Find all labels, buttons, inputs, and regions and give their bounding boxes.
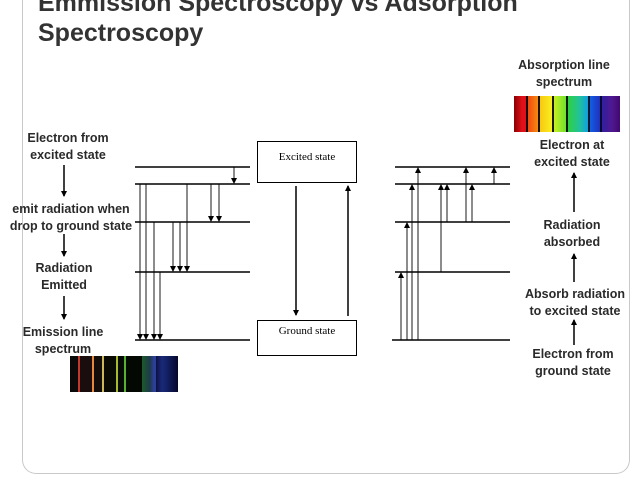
left-step-radiation-emitted: Radiation Emitted — [35, 261, 93, 292]
right-step-electron-ground: Electron from ground state — [532, 347, 614, 378]
excited-state-box: Excited state — [257, 141, 357, 183]
title-line-1: Emmission Spectroscopy vs Adsorption — [38, 0, 518, 17]
emission-spectrum-image — [70, 356, 178, 392]
excited-state-label: Excited state — [278, 151, 336, 163]
left-emission-transitions — [137, 167, 237, 340]
right-step-radiation-absorbed: Radiation absorbed — [543, 218, 601, 249]
left-step-emit-radiation: emit radiation when drop to ground state — [9, 202, 133, 233]
left-step-emission-spectrum: Emission line spectrum — [22, 325, 104, 356]
ground-state-label: Ground state — [278, 325, 336, 337]
slide-title: Emmission Spectroscopy vs Adsorption Spe… — [38, 0, 518, 48]
right-step-absorb-radiation: Absorb radiation to excited state — [524, 287, 625, 318]
right-step-electron-excited: Electron at excited state — [534, 138, 610, 169]
slide-frame — [22, 0, 630, 474]
right-absorption-transitions — [398, 167, 497, 340]
right-energy-levels — [392, 166, 510, 341]
right-absorption-spectrum-label: Absorption line spectrum — [518, 58, 610, 89]
left-step-electron-excited: Electron from excited state — [27, 131, 109, 162]
ground-state-box: Ground state — [257, 320, 357, 356]
absorption-spectrum-image — [514, 96, 620, 132]
title-line-2: Spectroscopy — [38, 19, 204, 47]
left-energy-levels — [135, 166, 250, 341]
